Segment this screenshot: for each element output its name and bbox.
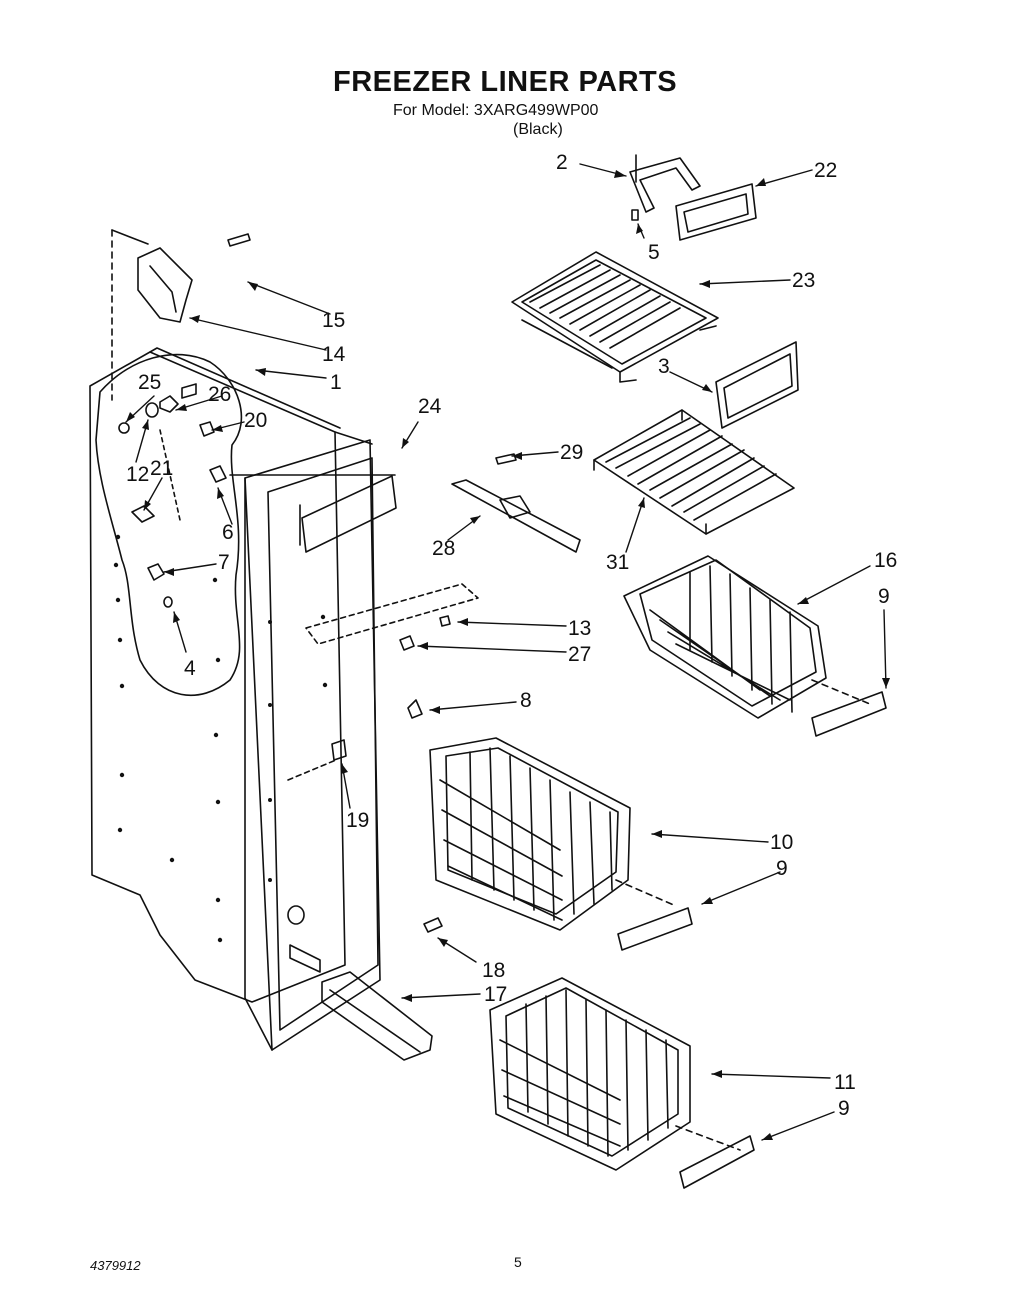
bracket-2-drawing [630,155,700,220]
panel-24-drawing [302,476,396,552]
callout-18: 18 [482,959,506,982]
callout-28: 28 [432,537,456,560]
callout-27: 27 [568,643,592,666]
color-variant: (Black) [513,121,563,138]
basket-11-drawing [490,978,740,1170]
callout-2: 2 [556,151,568,174]
callout-7: 7 [218,551,230,574]
document-number: 4379912 [90,1258,141,1273]
callout-3: 3 [658,355,670,378]
callout-24: 24 [418,395,442,418]
callout-12: 12 [126,463,150,486]
basket-16-drawing [624,556,870,718]
frame-22-drawing [676,184,756,240]
rail-28-drawing [452,454,580,552]
wire-shelf-31-drawing [594,410,794,534]
leader-arrowheads [126,170,890,1140]
callout-8: 8 [520,689,532,712]
callout-21: 21 [150,457,174,480]
callout-14: 14 [322,343,346,366]
callout-9: 9 [776,857,788,880]
callout-6: 6 [222,521,234,544]
hinge-bracket-drawing [138,234,250,322]
basket-10-drawing [430,738,676,930]
callout-4: 4 [184,657,196,680]
trim-9a-drawing [812,692,886,736]
callout-31: 31 [606,551,630,574]
callout-29: 29 [560,441,584,464]
kick-plate-17-drawing [322,918,442,1060]
callout-13: 13 [568,617,592,640]
model-line: For Model: 3XARG499WP00 [393,102,599,119]
callout-23: 23 [792,269,816,292]
page-title: FREEZER LINER PARTS [333,66,678,98]
trim-9b-drawing [618,908,692,950]
shelf-23-drawing [512,252,718,382]
page-number: 5 [514,1254,522,1270]
callout-17: 17 [484,983,508,1006]
freezer-liner-drawing [90,230,395,1050]
trim-9c-drawing [680,1136,754,1188]
callout-10: 10 [770,831,794,854]
callout-16: 16 [874,549,898,572]
small-brackets-drawing [288,584,478,780]
frame-3-drawing [716,342,798,428]
callout-25: 25 [138,371,162,394]
callout-9: 9 [878,585,890,608]
callout-9: 9 [838,1097,850,1120]
callout-11: 11 [834,1071,856,1094]
callout-26: 26 [208,383,232,406]
callout-1: 1 [330,371,342,394]
callout-5: 5 [648,241,660,264]
callout-15: 15 [322,309,346,332]
callout-19: 19 [346,809,370,832]
callout-20: 20 [244,409,268,432]
callout-22: 22 [814,159,838,182]
